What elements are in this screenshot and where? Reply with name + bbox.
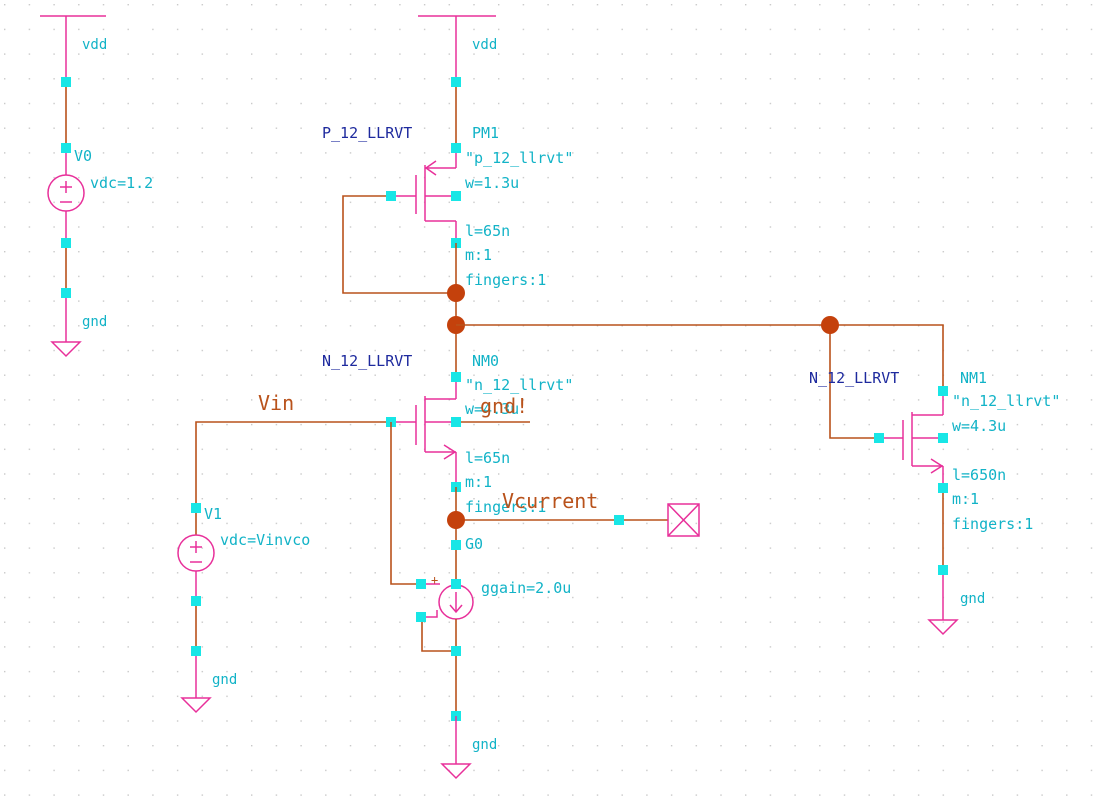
pm1-cell: P_12_LLRVT <box>322 124 412 142</box>
pm1-width: w=1.3u <box>465 174 519 192</box>
nm1-width: w=4.3u <box>952 417 1006 435</box>
nm1-fingers: fingers:1 <box>952 515 1033 533</box>
v0-param: vdc=1.2 <box>90 174 153 192</box>
nm0-cell: N_12_LLRVT <box>322 352 412 370</box>
vdd-label-mid: vdd <box>472 37 497 53</box>
nm1-name: NM1 <box>960 369 987 387</box>
nm0-length: l=65n <box>465 449 510 467</box>
nm1-multiplier: m:1 <box>952 490 979 508</box>
nm1-model: "n_12_llrvt" <box>952 392 1060 410</box>
g0-control-wire[interactable] <box>390 422 422 585</box>
g0-param: ggain=2.0u <box>481 579 571 597</box>
vdd-mid-symbol <box>418 15 496 148</box>
nm1-length: l=650n <box>952 466 1006 484</box>
vcurrent-pin-icon[interactable] <box>667 503 700 537</box>
g0-plus-sign: + <box>431 573 438 587</box>
v1-source[interactable] <box>177 503 215 714</box>
gnd-label-g0: gnd <box>472 737 497 753</box>
gnd-label-nm1: gnd <box>960 591 985 607</box>
v1-param: vdc=Vinvco <box>220 531 310 549</box>
nm1-gate-wire[interactable] <box>829 325 879 439</box>
pm1-gate-drain-wire[interactable] <box>342 195 456 294</box>
nm0-fingers: fingers:1 <box>465 498 546 516</box>
nm0-bulk-net: gnd! <box>480 394 528 418</box>
gnd-label-v0: gnd <box>82 314 107 330</box>
nm0-name: NM0 <box>472 352 499 370</box>
vcurrent-net-label: Vcurrent <box>502 489 598 513</box>
g0-source[interactable] <box>416 540 474 780</box>
vdd-label-left: vdd <box>82 37 107 53</box>
nm0-multiplier: m:1 <box>465 473 492 491</box>
g0-name: G0 <box>465 535 483 553</box>
v1-name: V1 <box>204 505 222 523</box>
junction-mirror-gate <box>821 316 839 334</box>
junction-pm1-drain <box>447 284 465 302</box>
v0-source[interactable] <box>40 15 106 358</box>
pm1-model: "p_12_llrvt" <box>465 149 573 167</box>
gnd-label-v1: gnd <box>212 672 237 688</box>
v0-name: V0 <box>74 147 92 165</box>
pm1-fingers: fingers:1 <box>465 271 546 289</box>
nm0-model: "n_12_llrvt" <box>465 376 573 394</box>
mirror-net-wire[interactable] <box>456 324 944 391</box>
vin-net-label: Vin <box>258 391 294 415</box>
vin-wire[interactable] <box>195 421 386 508</box>
pm1-length: l=65n <box>465 222 510 240</box>
pm1-multiplier: m:1 <box>465 246 492 264</box>
pm1-name: PM1 <box>472 124 499 142</box>
nm0-width: w=4.3u <box>465 400 519 418</box>
junction-vcurrent <box>447 511 465 529</box>
nm1-cell: N_12_LLRVT <box>809 369 899 387</box>
nm1-transistor[interactable] <box>874 386 959 636</box>
